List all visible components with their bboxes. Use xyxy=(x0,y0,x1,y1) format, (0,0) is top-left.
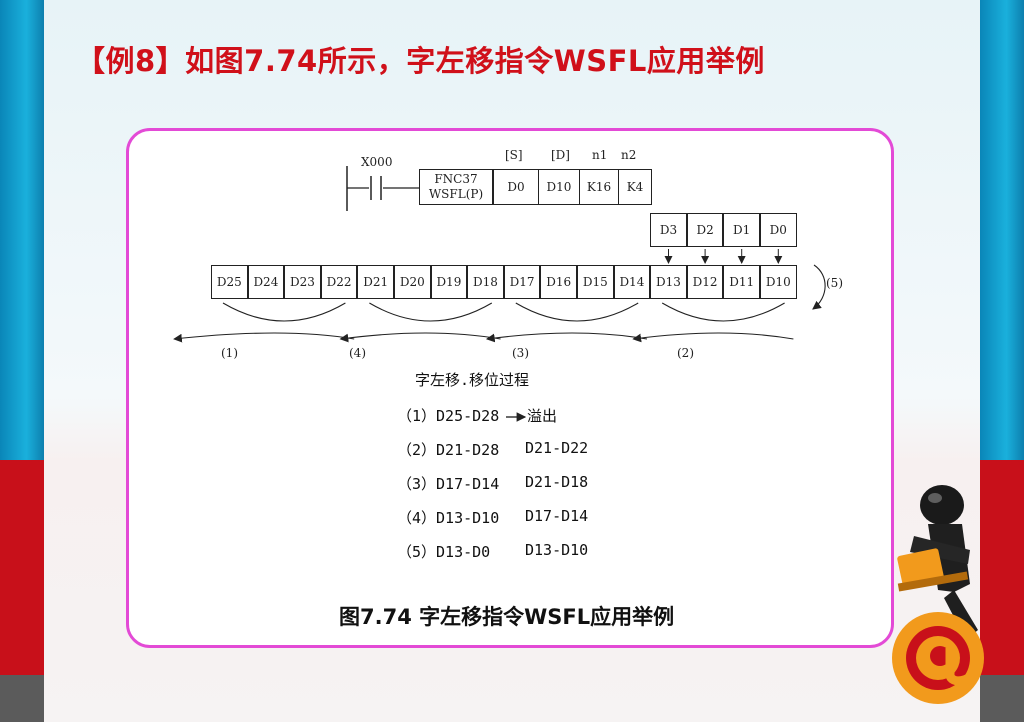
operand-header-s: [S] xyxy=(505,148,523,162)
left-frame xyxy=(0,0,44,722)
step-label-3: (3) xyxy=(512,346,529,360)
instruction-cell: FNC37 WSFL(P) xyxy=(419,169,493,205)
instruction-line1: FNC37 xyxy=(434,172,478,186)
step-label: （1）D25-D28 xyxy=(397,407,500,425)
shift-arc xyxy=(222,302,346,322)
operand-cell-d: D10 xyxy=(538,169,580,205)
left-gray-band xyxy=(0,675,44,722)
operand-cell-s: D0 xyxy=(493,169,539,205)
dest-register-cell: D11 xyxy=(723,265,760,299)
step-label: （3）D17-D14 xyxy=(397,475,500,493)
step-label: （2）D21-D28 xyxy=(397,441,500,459)
dest-register-cell: D14 xyxy=(613,265,651,299)
step-result: D21-D22 xyxy=(525,439,589,457)
shift-arc xyxy=(661,302,785,322)
step-label-2: (2) xyxy=(677,346,694,360)
step-label: （4）D13-D10 xyxy=(397,509,500,527)
source-register-cell: D1 xyxy=(723,213,760,247)
source-register-cell: D3 xyxy=(650,213,687,247)
dest-register-cell: D18 xyxy=(467,265,504,299)
dest-register-cell: D15 xyxy=(577,265,614,299)
dest-register-cell: D21 xyxy=(357,265,394,299)
dest-register-cell: D22 xyxy=(320,265,358,299)
operand-header-d: [D] xyxy=(551,148,570,162)
right-frame xyxy=(980,0,1024,722)
operand-header-n2: n2 xyxy=(621,148,637,162)
shift-arrow xyxy=(339,332,501,343)
instruction-line2: WSFL(P) xyxy=(428,187,484,201)
left-blue-band xyxy=(0,0,44,460)
loop-arrow-5 xyxy=(812,264,826,310)
left-red-band xyxy=(0,460,44,675)
dest-register-cell: D19 xyxy=(430,265,468,299)
step-result: D13-D10 xyxy=(525,541,589,559)
dest-register-cell: D13 xyxy=(650,265,687,299)
figure-frame: X000 FNC37 WSFL(P) [S] [D] n1 n2 D0 D10 … xyxy=(126,128,894,648)
shift-arc xyxy=(515,302,639,322)
source-register-cell: D2 xyxy=(686,213,724,247)
dest-register-cell: D23 xyxy=(284,265,321,299)
shift-arrow xyxy=(173,332,355,343)
step-result: D21-D18 xyxy=(525,473,589,491)
figure-caption: 图7.74 字左移指令WSFL应用举例 xyxy=(339,605,675,629)
operand-cell-n1: K16 xyxy=(579,169,619,205)
dest-register-cell: D12 xyxy=(686,265,724,299)
dest-register-cell: D20 xyxy=(394,265,431,299)
figure-lines xyxy=(173,166,826,422)
step-label-5: (5) xyxy=(826,276,843,290)
operand-header-n1: n1 xyxy=(592,148,608,162)
step-label-1: (1) xyxy=(221,346,238,360)
dest-register-cell: D24 xyxy=(247,265,285,299)
shift-arc xyxy=(369,302,493,322)
step-result: 溢出 xyxy=(527,407,558,425)
shift-arrow xyxy=(485,332,648,343)
dest-register-cell: D10 xyxy=(760,265,797,299)
step-label-4: (4) xyxy=(349,346,366,360)
mascot-icon xyxy=(892,485,984,704)
right-gray-band xyxy=(980,675,1024,722)
step-label: （5）D13-D0 xyxy=(397,543,491,561)
dest-register-cell: D25 xyxy=(211,265,248,299)
process-title: 字左移.移位过程 xyxy=(415,371,530,389)
dest-register-cell: D16 xyxy=(540,265,577,299)
slide-title: 【例8】如图7.74所示，字左移指令WSFL应用举例 xyxy=(76,44,765,78)
operand-cell-n2: K4 xyxy=(618,169,652,205)
source-register-cell: D0 xyxy=(760,213,797,247)
dest-register-cell: D17 xyxy=(503,265,541,299)
right-blue-band xyxy=(980,0,1024,460)
right-red-band xyxy=(980,460,1024,675)
step-result: D17-D14 xyxy=(525,507,589,525)
contact-label: X000 xyxy=(361,155,393,169)
shift-arrow xyxy=(632,332,794,343)
